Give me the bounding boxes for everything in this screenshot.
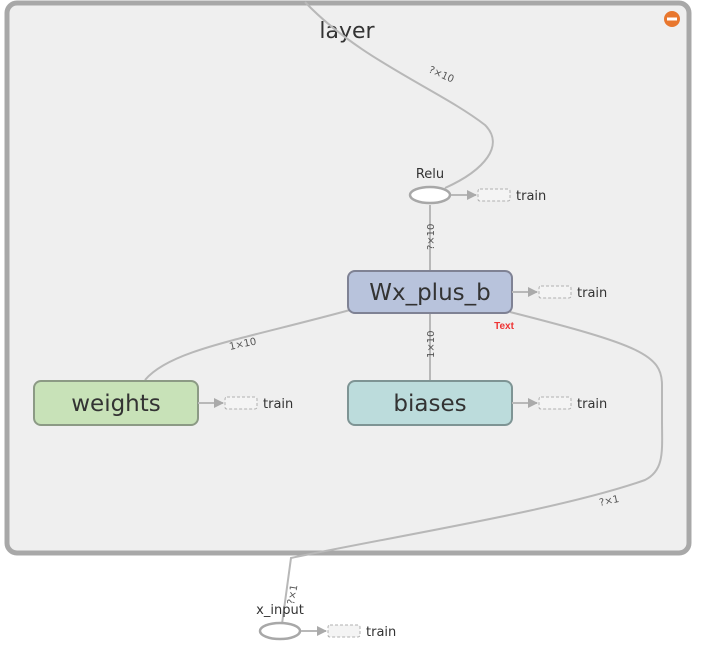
x-input-label: x_input bbox=[256, 603, 304, 618]
weights-label: weights bbox=[71, 391, 161, 417]
biases-aux-box[interactable] bbox=[538, 396, 572, 410]
edge-label-biases-to-wx: 1×10 bbox=[426, 331, 437, 358]
edge-label-input-to-wx: ?×1 bbox=[598, 494, 620, 509]
edge-label-wx-to-relu: ?×10 bbox=[426, 224, 437, 250]
biases-label: biases bbox=[393, 391, 466, 417]
wx-aux-label: train bbox=[577, 286, 607, 301]
weights-aux-label: train bbox=[263, 397, 293, 412]
biases-node[interactable]: biases bbox=[347, 380, 513, 426]
minus-circle-icon[interactable] bbox=[664, 11, 680, 27]
annotation-text: Text bbox=[494, 321, 514, 332]
relu-aux-label: train bbox=[516, 189, 546, 204]
edge-input-to-wx bbox=[281, 311, 664, 625]
edge-weights-to-wx bbox=[144, 309, 351, 381]
relu-ellipse[interactable] bbox=[408, 185, 452, 205]
edge-label-input-out: ?×1 bbox=[286, 584, 300, 606]
x-input-aux-box[interactable] bbox=[327, 624, 361, 638]
x-input-aux-label: train bbox=[366, 625, 396, 640]
weights-node[interactable]: weights bbox=[33, 380, 199, 426]
relu-aux-box[interactable] bbox=[477, 188, 511, 202]
relu-node[interactable]: Relu bbox=[408, 167, 452, 205]
wx-plus-b-label: Wx_plus_b bbox=[369, 280, 491, 306]
x-input-ellipse[interactable] bbox=[258, 621, 302, 641]
relu-label: Relu bbox=[416, 167, 444, 182]
wx-aux-box[interactable] bbox=[538, 285, 572, 299]
weights-aux-box[interactable] bbox=[224, 396, 258, 410]
edge-relu-out bbox=[304, 1, 494, 189]
biases-aux-label: train bbox=[577, 397, 607, 412]
wx-plus-b-node[interactable]: Wx_plus_b bbox=[347, 270, 513, 314]
x-input-node[interactable]: x_input bbox=[256, 603, 304, 641]
